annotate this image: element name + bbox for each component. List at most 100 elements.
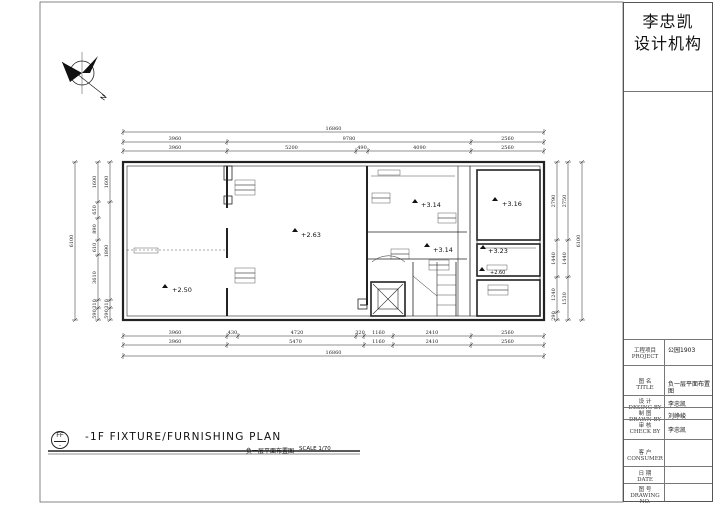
dimension-line	[107, 199, 113, 205]
dimension-line	[541, 353, 547, 359]
dimension-line	[468, 333, 474, 339]
level-markers: +2.63 +2.50 +3.14 +3.14 +3.16 +3.23 +2.6…	[162, 197, 522, 294]
firm-name: 李忠凯 设计机构	[624, 11, 712, 55]
dimension-line	[224, 333, 230, 339]
dimension-line	[565, 237, 571, 243]
check-label: 审 核 CHECK BY	[629, 423, 661, 435]
dimension-line	[224, 148, 230, 154]
dimension-line	[235, 333, 241, 339]
level-triangle-icon	[479, 267, 485, 271]
level-triangle-icon	[412, 199, 418, 203]
dimension-label: 5200	[285, 145, 298, 151]
check-value: 李忠凯	[668, 427, 687, 434]
dimension-label: 1160	[372, 330, 385, 336]
title-value: 负一层平面布置图	[668, 381, 711, 395]
floor-plan	[121, 160, 546, 322]
dimension-label: 16860	[326, 350, 342, 356]
dimension-line	[353, 148, 359, 154]
check-row: 审 核 CHECK BY 李忠凯	[624, 419, 712, 440]
dimension-line	[541, 129, 547, 135]
dimension-label: 3960	[169, 145, 182, 151]
title-block: 李忠凯 设计机构 工程项目 PROJECT 公园1903 图 名 TITLE 负…	[623, 2, 713, 505]
drawing-bubble-top: FF	[56, 433, 64, 439]
dimension-line	[579, 159, 585, 165]
dimension-label: 3610	[92, 271, 98, 284]
consumer-row: 客 户 CONSUMER	[624, 439, 712, 467]
dimension-line	[554, 274, 560, 280]
project-value: 公园1903	[668, 347, 696, 354]
firm-name-line2: 设计机构	[633, 34, 702, 53]
dimension-label: 310	[104, 299, 110, 309]
dimension-label: 1440	[562, 252, 568, 265]
title-block-divider	[624, 91, 712, 92]
dimension-label: 590	[92, 309, 98, 319]
dimension-line	[95, 297, 101, 303]
dimension-line	[554, 317, 560, 323]
dimension-label: 5470	[289, 339, 302, 345]
level-label: +2.63	[301, 231, 321, 239]
dimension-line	[468, 139, 474, 145]
dimension-label: 2560	[501, 339, 514, 345]
dimension-label: 1440	[551, 252, 557, 265]
dimension-label: 650	[92, 205, 98, 215]
firm-name-line1: 李忠凯	[642, 12, 694, 31]
dimension-line	[95, 199, 101, 205]
drawing-no-label: 图 号 DRAWING NO.	[630, 487, 660, 505]
dimension-label: 2790	[551, 195, 557, 208]
project-label: 工程项目 PROJECT	[631, 348, 659, 360]
dimension-line	[95, 252, 101, 258]
dimension-label: 610	[92, 243, 98, 253]
dimension-line	[120, 148, 126, 154]
dimension-line	[95, 317, 101, 323]
dimension-label: 4720	[291, 330, 304, 336]
dimension-line	[107, 297, 113, 303]
level-triangle-icon	[162, 284, 168, 288]
drawing-no-row: 图 号 DRAWING NO.	[624, 483, 712, 505]
level-label: +3.16	[502, 200, 522, 208]
dimension-line	[468, 342, 474, 348]
drawing-scale: SCALE 1/70	[299, 446, 331, 452]
dimension-line	[107, 305, 113, 311]
date-label: 日 期 DATE	[637, 471, 653, 483]
level-triangle-icon	[292, 228, 298, 232]
dimension-line	[120, 333, 126, 339]
drawn-value: 刘峥峻	[668, 413, 687, 420]
drawn-row: 制 图 DRAWN BY 刘峥峻	[624, 407, 712, 423]
dimension-label: 1530	[562, 292, 568, 305]
dimension-line	[224, 139, 230, 145]
dimension-line	[541, 333, 547, 339]
dimension-label: 2560	[501, 330, 514, 336]
dimension-line	[120, 342, 126, 348]
dimension-line	[72, 317, 78, 323]
dimension-line	[120, 139, 126, 145]
dimension-label: 890	[92, 224, 98, 234]
dimension-label: 2560	[501, 145, 514, 151]
level-triangle-icon	[424, 243, 430, 247]
dimension-line	[72, 159, 78, 165]
drawing-title-cn: 负一层平面布置图	[246, 448, 295, 455]
design-label: 设 计 DESING BY	[628, 399, 662, 411]
dimension-label: 9780	[343, 136, 356, 142]
dimension-label: 2410	[426, 339, 439, 345]
dimension-line	[565, 317, 571, 323]
dimension-label: 1600	[104, 176, 110, 189]
dimension-line	[95, 159, 101, 165]
level-label: +3.23	[488, 247, 508, 255]
dimension-line	[565, 159, 571, 165]
dimension-label: 6100	[69, 235, 75, 248]
dimension-line	[107, 159, 113, 165]
dimension-line	[541, 148, 547, 154]
dimension-label: 430	[228, 330, 238, 336]
dimension-label: 16860	[326, 126, 342, 132]
dimension-line	[390, 333, 396, 339]
title-row: 图 名 TITLE 负一层平面布置图	[624, 365, 712, 396]
project-row: 工程项目 PROJECT 公园1903	[624, 339, 712, 366]
consumer-label: 客 户 CONSUMER	[627, 450, 663, 462]
dimension-label: 6100	[576, 235, 582, 248]
dimension-line	[95, 237, 101, 243]
dimension-line	[390, 342, 396, 348]
drawing-bubble: FF -	[51, 431, 69, 449]
dimension-line	[554, 237, 560, 243]
